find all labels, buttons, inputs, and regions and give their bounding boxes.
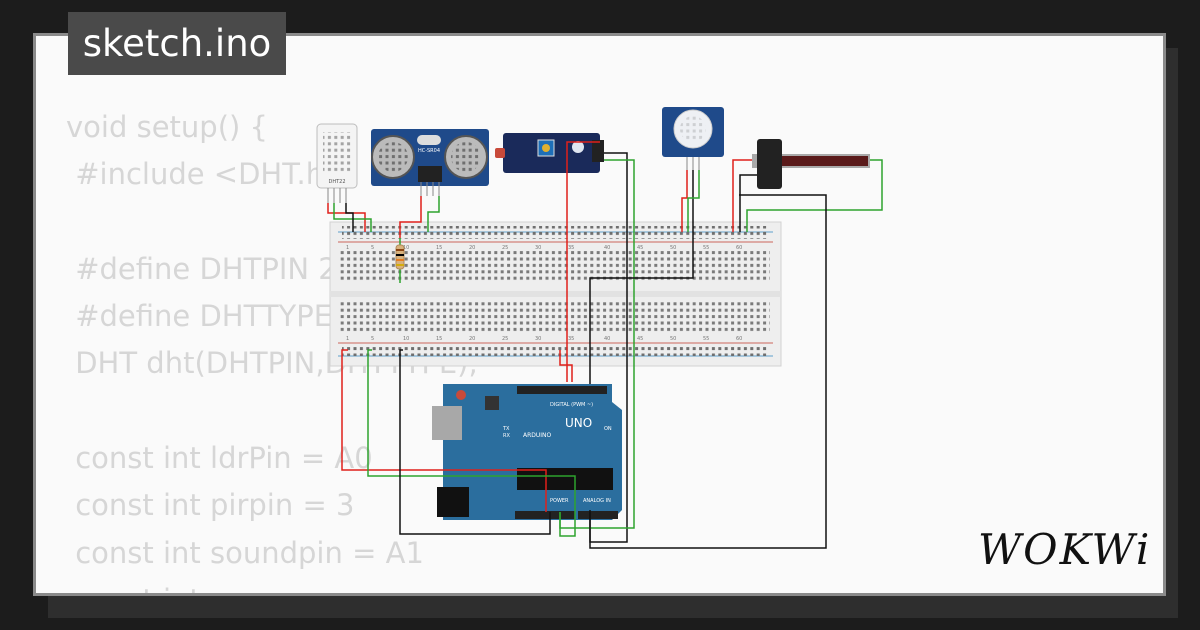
arduino-analog-label: ANALOG IN: [583, 498, 611, 504]
svg-text:30: 30: [535, 336, 541, 342]
dht22-sensor[interactable]: DHT22: [316, 123, 358, 203]
card-shadow-bottom: [48, 592, 1166, 618]
arduino-rx-label: RX: [503, 433, 510, 439]
code-line: const int soundpin = A1: [66, 535, 424, 570]
arduino-uno-board[interactable]: DIGITAL (PWM ~) UNO ARDUINO TX RX ON POW…: [432, 384, 622, 520]
arduino-on-label: ON: [604, 426, 612, 432]
arduino-uno-label: UNO: [565, 416, 592, 430]
bb-col-label: 25: [502, 245, 508, 251]
arduino-brand-label: ARDUINO: [523, 432, 552, 439]
bb-col-label: 45: [637, 245, 643, 251]
wires: [327, 141, 883, 549]
svg-text:15: 15: [436, 336, 442, 342]
svg-text:40: 40: [604, 336, 610, 342]
pir-sensor[interactable]: [662, 107, 724, 170]
ultrasonic-label: HC-SR04: [418, 148, 440, 154]
svg-text:60: 60: [736, 336, 742, 342]
svg-text:5: 5: [371, 336, 374, 342]
arduino-digital-label: DIGITAL (PWM ~): [550, 402, 593, 408]
wokwi-logo: WOKWi: [978, 525, 1152, 574]
code-line: void setup() {: [66, 110, 268, 144]
bb-col-label: 1: [346, 245, 349, 251]
svg-text:35: 35: [568, 336, 574, 342]
bb-col-label: 10: [403, 245, 409, 251]
bb-col-label: 50: [670, 245, 676, 251]
bb-col-label: 60: [736, 245, 742, 251]
card-shadow-right: [1166, 48, 1178, 618]
svg-text:1: 1: [346, 336, 349, 342]
svg-text:10: 10: [403, 336, 409, 342]
resistor[interactable]: [395, 238, 405, 283]
svg-text:20: 20: [469, 336, 475, 342]
bb-col-label: 15: [436, 245, 442, 251]
bb-col-label: 30: [535, 245, 541, 251]
sketch-file-tab[interactable]: sketch.ino: [68, 12, 286, 75]
slide-potentiometer[interactable]: [752, 139, 870, 189]
code-line: const int pirpin = 3: [66, 488, 355, 523]
bb-col-label: 20: [469, 245, 475, 251]
bb-col-label: 40: [604, 245, 610, 251]
arduino-power-label: POWER: [550, 498, 569, 504]
code-line: const int ...: [66, 577, 478, 593]
arduino-tx-label: TX: [502, 426, 510, 432]
bb-col-label: 35: [568, 245, 574, 251]
ldr-module[interactable]: [495, 133, 604, 173]
ultrasonic-sensor[interactable]: HC-SR04: [371, 129, 489, 196]
dht22-label: DHT22: [328, 179, 345, 185]
svg-text:50: 50: [670, 336, 676, 342]
svg-text:45: 45: [637, 336, 643, 342]
bb-col-label: 5: [371, 245, 374, 251]
bb-col-label: 55: [703, 245, 709, 251]
svg-text:55: 55: [703, 336, 709, 342]
svg-text:25: 25: [502, 336, 508, 342]
